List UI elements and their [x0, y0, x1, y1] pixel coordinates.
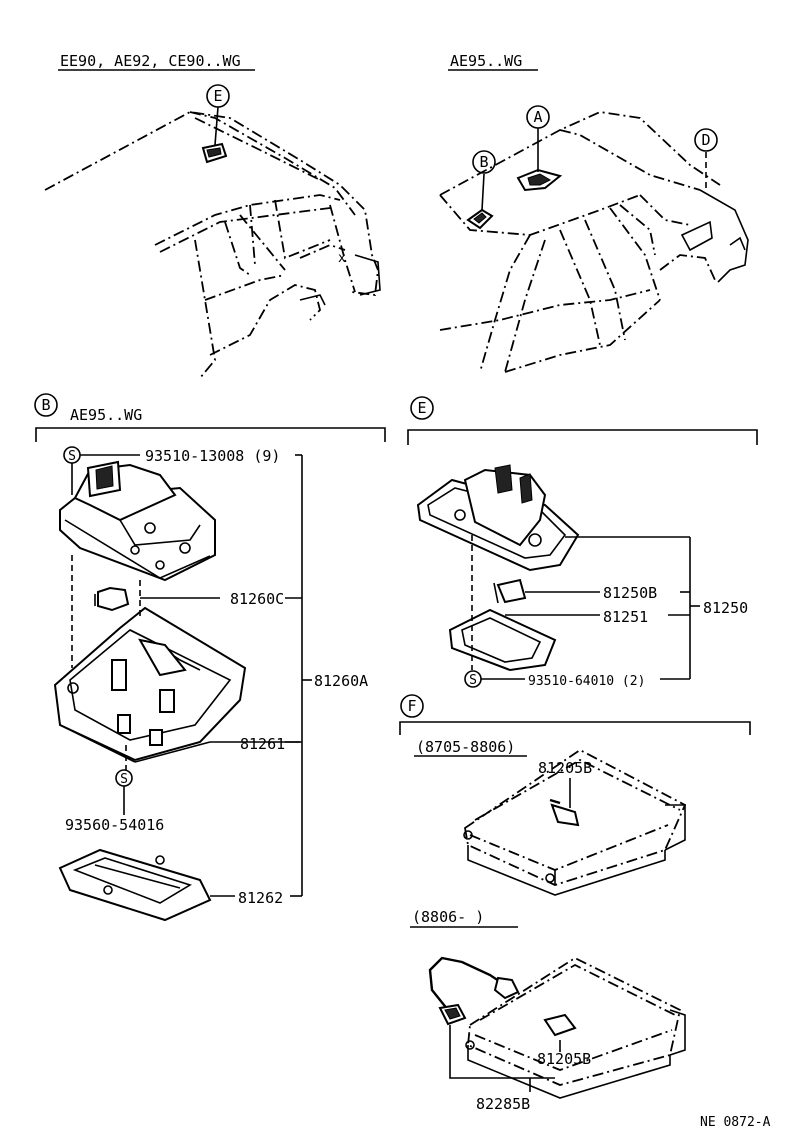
diagram-id: NE 0872-A: [700, 1115, 771, 1130]
section-b-interior-lamp: B AE95..WG S 93510-13008 (9) 81260C: [34, 393, 386, 922]
callout-e-top: E: [213, 87, 222, 105]
part-93560-54016: 93560-54016: [65, 816, 164, 834]
section-e-lamp: E 81250B 81251 S 93510-64010 (2): [407, 396, 758, 689]
section-b-title: AE95..WG: [70, 406, 142, 424]
callout-b-top: B: [479, 153, 488, 171]
part-81260c: 81260C: [230, 590, 284, 608]
part-81205b-lower: 81205B: [537, 1050, 591, 1068]
part-81250b: 81250B: [603, 584, 657, 602]
right-view-title: AE95..WG: [450, 52, 522, 70]
part-93510-64010: 93510-64010 (2): [528, 674, 645, 689]
period-8705-8806: (8705-8806): [416, 738, 515, 756]
section-f-letter: F: [407, 697, 416, 715]
section-f-luggage-lamp: F (8705-8806) 81205B (8806- ): [399, 694, 751, 1113]
vehicle-view-left: EE90, AE92, CE90..WG E x: [44, 52, 381, 379]
period-8806: (8806- ): [412, 908, 484, 926]
screw-symbol-b-bottom: S: [120, 772, 128, 787]
part-81250: 81250: [703, 599, 748, 617]
screw-symbol-b-top: S: [68, 449, 76, 464]
callout-d: D: [701, 131, 710, 149]
part-81205b-upper: 81205B: [538, 759, 592, 777]
screw-symbol-e: S: [469, 673, 477, 688]
part-81251: 81251: [603, 608, 648, 626]
section-b-letter: B: [41, 396, 50, 414]
svg-text:x: x: [338, 251, 346, 266]
left-view-title: EE90, AE92, CE90..WG: [60, 52, 241, 70]
part-82285b: 82285B: [476, 1095, 530, 1113]
part-93510-13008: 93510-13008 (9): [145, 447, 280, 465]
callout-a: A: [533, 108, 542, 126]
section-e-letter: E: [417, 399, 426, 417]
part-81260a: 81260A: [314, 672, 368, 690]
vehicle-view-right: AE95..WG A B D: [439, 52, 749, 373]
part-81261: 81261: [240, 735, 285, 753]
part-81262: 81262: [238, 889, 283, 907]
